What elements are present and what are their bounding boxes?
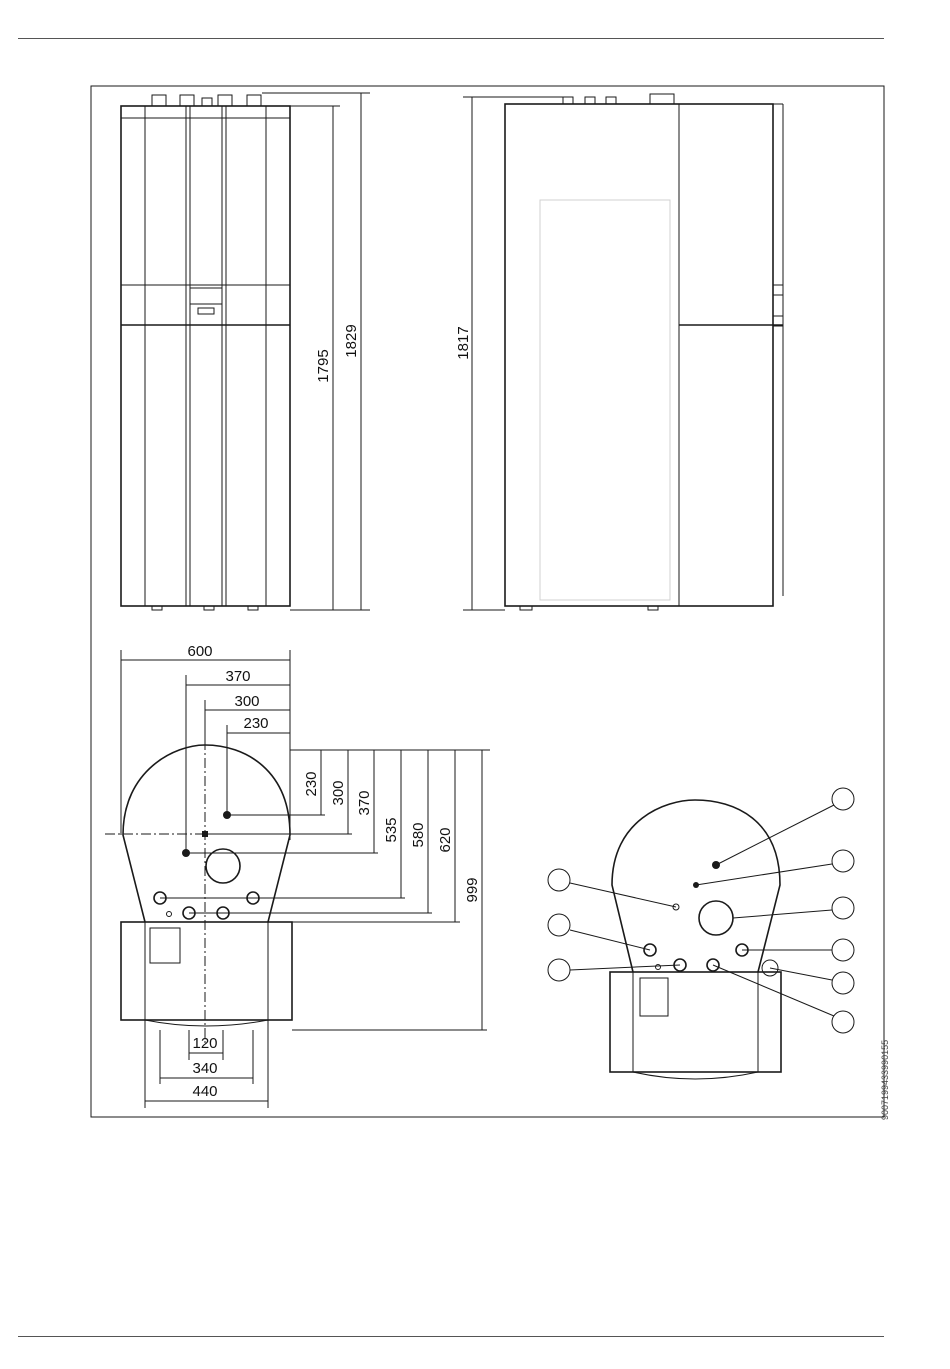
top-view-callouts	[548, 788, 854, 1079]
dim-1817: 1817	[455, 326, 472, 359]
dim-580: 580	[410, 822, 427, 847]
dim-600: 600	[187, 643, 212, 660]
dim-300-depth: 300	[330, 780, 347, 805]
dim-1795: 1795	[315, 349, 332, 382]
dim-999: 999	[464, 877, 481, 902]
dim-440: 440	[192, 1083, 217, 1100]
side-view	[505, 94, 783, 610]
dim-535: 535	[383, 817, 400, 842]
front-view	[121, 95, 290, 610]
dim-370-width: 370	[225, 668, 250, 685]
dim-230-depth: 230	[303, 771, 320, 796]
top-view-dimensioned	[105, 740, 300, 1045]
dim-1829: 1829	[343, 324, 360, 357]
side-height-dimension: 1817	[455, 97, 563, 610]
dim-370-depth: 370	[356, 790, 373, 815]
document-id: 9007199433990155	[880, 1060, 892, 1120]
base-dimensions: 120 340 440	[145, 1020, 268, 1108]
dim-620: 620	[437, 827, 454, 852]
dim-230-width: 230	[243, 715, 268, 732]
dim-340: 340	[192, 1060, 217, 1077]
dim-120: 120	[192, 1035, 217, 1052]
dim-300-width: 300	[234, 693, 259, 710]
document-id-text: 9007199433990155	[880, 1040, 890, 1120]
front-height-dimensions: 1795 1829	[262, 93, 370, 610]
depth-dimensions: 230 300 370 535 580 620 999	[160, 750, 490, 1030]
